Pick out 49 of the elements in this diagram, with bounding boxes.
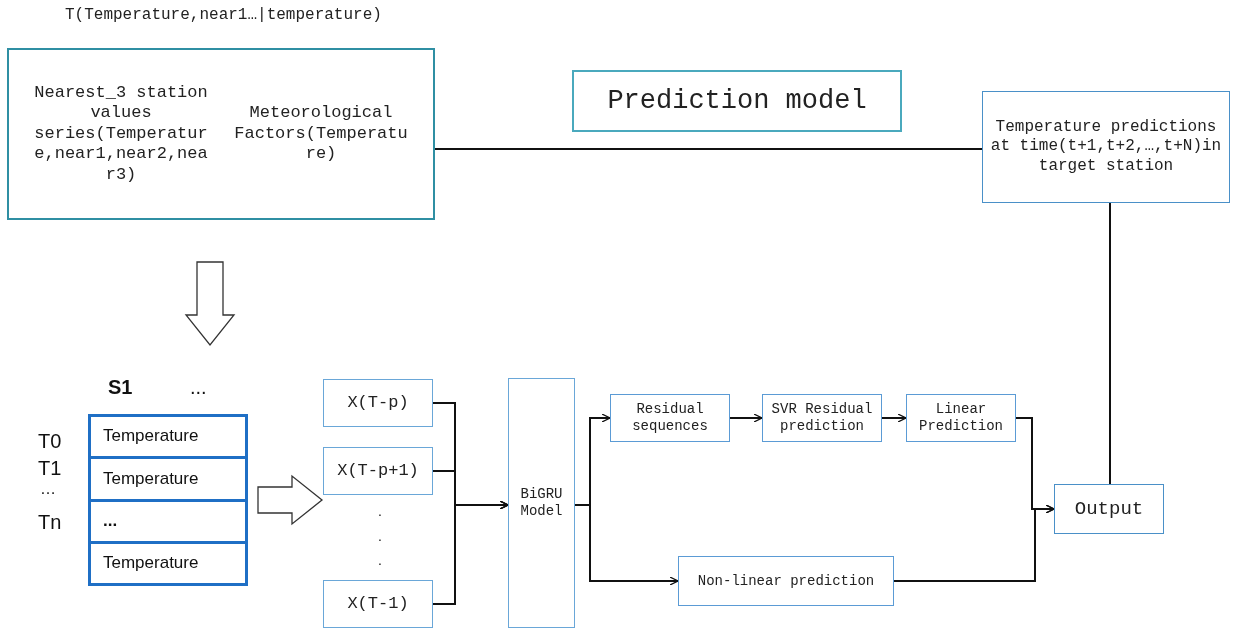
node-text: X(T-1) [347, 593, 409, 615]
node-text: Output [1074, 497, 1144, 521]
connector-line [1109, 202, 1111, 485]
input-box [323, 379, 433, 427]
node-text: X(T-p) [347, 392, 409, 414]
arrow [881, 413, 907, 423]
table-row: Temperature [91, 540, 245, 583]
model-box [508, 378, 575, 628]
arrow [729, 413, 763, 423]
node-text: Linear Prediction [918, 401, 1004, 435]
process-box [610, 394, 730, 442]
node-text: Meteorological Factors(Temperature) [233, 103, 409, 165]
hollow-arrow [184, 261, 236, 347]
node-text: Residual sequences [631, 401, 709, 435]
input-box [7, 48, 435, 220]
arrow [893, 504, 1055, 582]
process-box [762, 394, 882, 442]
data-table [88, 414, 248, 586]
node-text: Non-linear prediction [697, 572, 875, 590]
axis-label: … [40, 480, 56, 498]
node-text: Nearest_3 station values series(Temperature,near1,near2,near3) [33, 83, 209, 185]
output-box [1054, 484, 1164, 534]
axis-label: . [378, 552, 382, 568]
input-box [323, 447, 433, 495]
axis-label: T0 [38, 430, 62, 453]
hollow-arrow [257, 474, 324, 526]
axis-label: T1 [38, 457, 62, 480]
axis-label: . [378, 503, 382, 519]
axis-label: S1 [108, 376, 133, 399]
box-caption: T(Temperature,near1…|temperature) [65, 6, 382, 24]
node-text: X(T-p+1) [337, 460, 419, 482]
axis-label: ... [190, 376, 207, 399]
input-box [323, 580, 433, 628]
arrow [574, 504, 679, 586]
axis-label: . [378, 528, 382, 544]
title-box [572, 70, 902, 132]
process-box [906, 394, 1016, 442]
result-box [982, 91, 1230, 203]
process-box [678, 556, 894, 606]
axis-label: Tn [38, 511, 62, 534]
node-text: Prediction model [607, 84, 867, 118]
node-text: BiGRU Model [519, 486, 564, 520]
table-row: Temperature [91, 456, 245, 499]
table-row: Temperature [91, 417, 245, 457]
node-text: SVR Residual prediction [770, 401, 874, 435]
table-row: ... [91, 498, 245, 541]
connector-line [434, 148, 983, 150]
arrow [432, 500, 509, 605]
node-text: Temperature predictions at time(t+1,t+2,…,t+N)in target station [989, 118, 1223, 176]
